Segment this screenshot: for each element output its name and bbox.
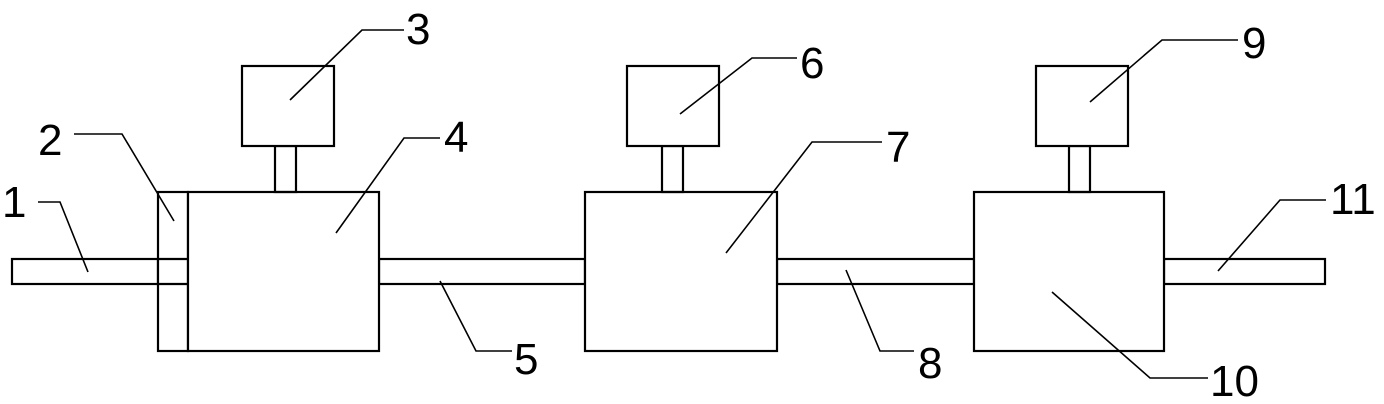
pipe-outlet <box>1162 257 1327 286</box>
pipe-middle-2 <box>775 257 976 286</box>
leader-8 <box>845 269 914 352</box>
leader-7 <box>725 141 882 254</box>
label-1: 1 <box>2 178 26 227</box>
label-11: 11 <box>1330 175 1376 224</box>
leader-3 <box>289 29 404 101</box>
housing-4 <box>186 190 381 353</box>
leader-9 <box>1089 39 1238 103</box>
leader-10 <box>1051 291 1208 379</box>
label-4: 4 <box>444 113 468 162</box>
label-9: 9 <box>1242 19 1266 68</box>
leader-5 <box>439 280 512 352</box>
housing-10 <box>972 190 1166 353</box>
label-8: 8 <box>918 339 942 388</box>
stem-9 <box>1067 144 1092 194</box>
top-box-9 <box>1034 64 1130 148</box>
leader-6 <box>679 57 797 115</box>
label-2: 2 <box>38 116 62 165</box>
pipe-inlet <box>10 257 162 286</box>
flange-plate <box>156 190 190 353</box>
label-5: 5 <box>514 335 538 384</box>
housing-7 <box>583 190 779 353</box>
top-box-6 <box>625 64 721 148</box>
label-6: 6 <box>800 39 824 88</box>
label-7: 7 <box>886 123 910 172</box>
label-3: 3 <box>406 5 430 54</box>
pipe-middle-1 <box>377 257 587 286</box>
leader-1 <box>38 201 89 273</box>
leader-11 <box>1217 199 1326 272</box>
leader-2 <box>74 133 175 222</box>
stem-3 <box>273 144 298 194</box>
top-box-3 <box>240 64 336 148</box>
stem-6 <box>660 144 685 194</box>
leader-4 <box>335 137 440 234</box>
label-10: 10 <box>1210 357 1259 404</box>
